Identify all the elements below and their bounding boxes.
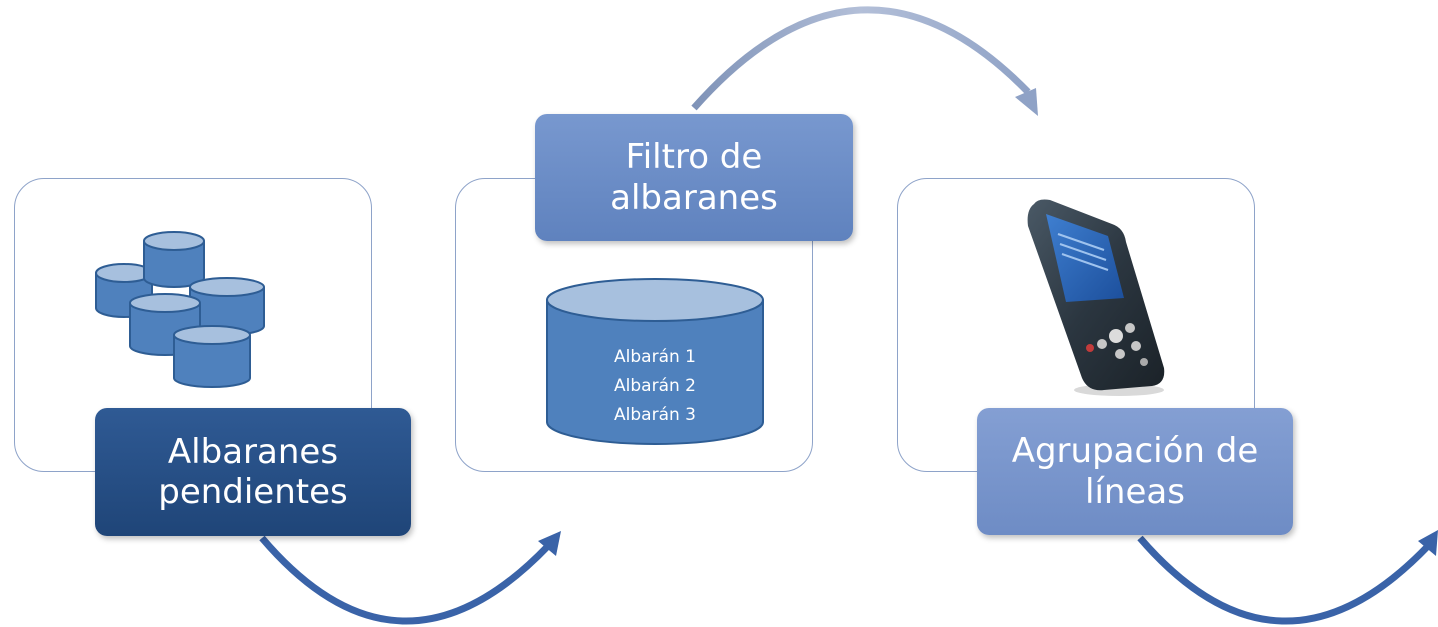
arrow-filter-to-grouping <box>691 6 1031 111</box>
cylinder-body <box>173 335 251 388</box>
arrow-head-top <box>1015 88 1038 116</box>
db-line-1: Albarán 1 <box>614 347 696 367</box>
arrow-pending-to-filter <box>259 535 551 625</box>
cylinder-top <box>189 277 265 297</box>
cylinder-top <box>143 231 205 251</box>
arrow-grouping-to-next <box>1137 535 1431 625</box>
step-label-pending: Albaranes pendientes <box>95 408 411 536</box>
database-stack-icon <box>95 231 265 388</box>
cylinder-top <box>129 293 201 313</box>
arrow-head-bottom-1 <box>538 531 561 556</box>
step-label-grouping: Agrupación de líneas <box>977 408 1293 535</box>
step-title-filter: Filtro de albaranes <box>610 137 778 218</box>
step-title-grouping: Agrupación de líneas <box>1011 431 1259 512</box>
db-line-3: Albarán 3 <box>614 405 696 425</box>
step-label-filter: Filtro de albaranes <box>535 114 853 241</box>
database-icon: Albarán 1 Albarán 2 Albarán 3 <box>546 278 764 445</box>
handheld-device-icon <box>1027 199 1165 396</box>
db-line-2: Albarán 2 <box>614 376 696 396</box>
step-title-pending: Albaranes pendientes <box>158 431 348 512</box>
cylinder-top <box>173 325 251 345</box>
arrow-head-bottom-2 <box>1418 530 1438 556</box>
